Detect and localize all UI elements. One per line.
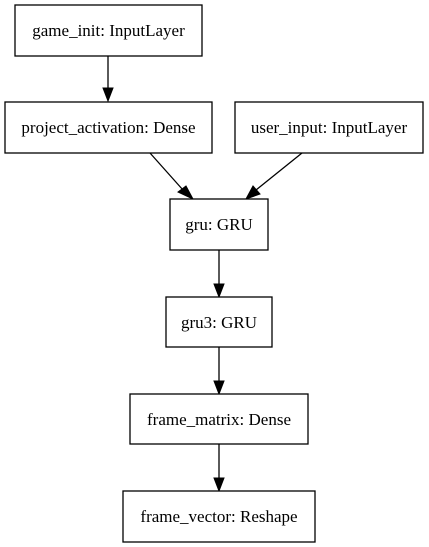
node-frame_vector: frame_vector: Reshape [122, 490, 316, 543]
node-game_init: game_init: InputLayer [14, 4, 203, 57]
edge-gru-gru3 [213, 250, 225, 299]
node-gru3: gru3: GRU [165, 296, 273, 348]
node-label: frame_matrix: Dense [147, 410, 291, 429]
node-label: user_input: InputLayer [251, 118, 408, 137]
node-frame_matrix: frame_matrix: Dense [129, 393, 309, 445]
edge-frame_matrix-frame_vector [213, 444, 225, 493]
edge-project_activation-gru [149, 152, 195, 201]
node-label: project_activation: Dense [21, 118, 195, 137]
node-label: game_init: InputLayer [32, 21, 185, 40]
node-user_input: user_input: InputLayer [234, 101, 424, 154]
edge-user_input-gru [244, 152, 303, 200]
node-label: frame_vector: Reshape [140, 507, 297, 526]
node-project_activation: project_activation: Dense [4, 101, 213, 154]
node-label: gru3: GRU [181, 313, 257, 332]
node-label: gru: GRU [185, 215, 253, 234]
edges [102, 56, 303, 493]
edge-gru3-frame_matrix [213, 347, 225, 396]
node-gru: gru: GRU [169, 198, 269, 251]
edge-game_init-project_activation [102, 56, 114, 103]
